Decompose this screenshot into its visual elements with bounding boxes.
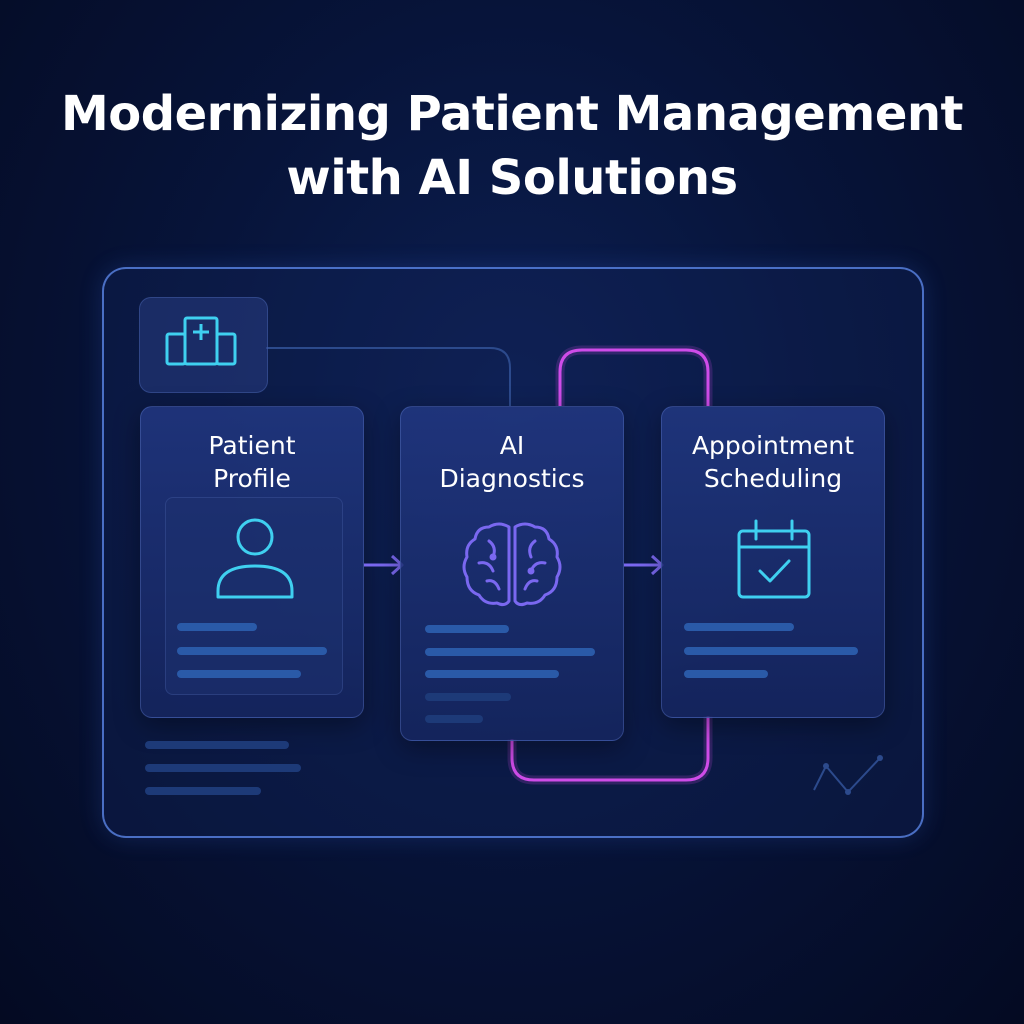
card-ai-diagnostics: AI Diagnostics: [400, 406, 624, 741]
hospital-tile: [139, 297, 268, 393]
text-placeholder-bar: [684, 623, 794, 631]
card-label-appointment-scheduling: Appointment Scheduling: [691, 431, 855, 493]
card-appointment-scheduling: Appointment Scheduling: [661, 406, 885, 718]
text-placeholder-bar: [177, 623, 257, 631]
text-placeholder-bar: [425, 648, 595, 656]
text-placeholder-bar: [425, 693, 511, 701]
text-placeholder-bar: [425, 715, 483, 723]
text-placeholder-bar: [177, 670, 301, 678]
card-label-ai-diagnostics: AI Diagnostics: [439, 431, 585, 493]
calendar-check-icon: [737, 519, 811, 599]
card-label-patient-profile: Patient Profile: [208, 431, 296, 493]
arrow-right-icon: [624, 554, 664, 576]
text-placeholder-bar: [145, 764, 301, 772]
text-placeholder-bar: [145, 741, 289, 749]
page-title: Modernizing Patient Management with AI S…: [61, 86, 963, 206]
person-icon: [216, 518, 294, 599]
text-placeholder-bar: [425, 670, 559, 678]
text-placeholder-bar: [684, 670, 768, 678]
text-placeholder-bar: [177, 647, 327, 655]
brain-icon: [462, 522, 562, 607]
trend-line-icon: [813, 755, 883, 795]
hospital-icon: [165, 316, 237, 366]
text-placeholder-bar: [145, 787, 261, 795]
card-patient-profile: Patient Profile: [140, 406, 364, 718]
text-placeholder-bar: [684, 647, 858, 655]
text-placeholder-bar: [425, 625, 509, 633]
